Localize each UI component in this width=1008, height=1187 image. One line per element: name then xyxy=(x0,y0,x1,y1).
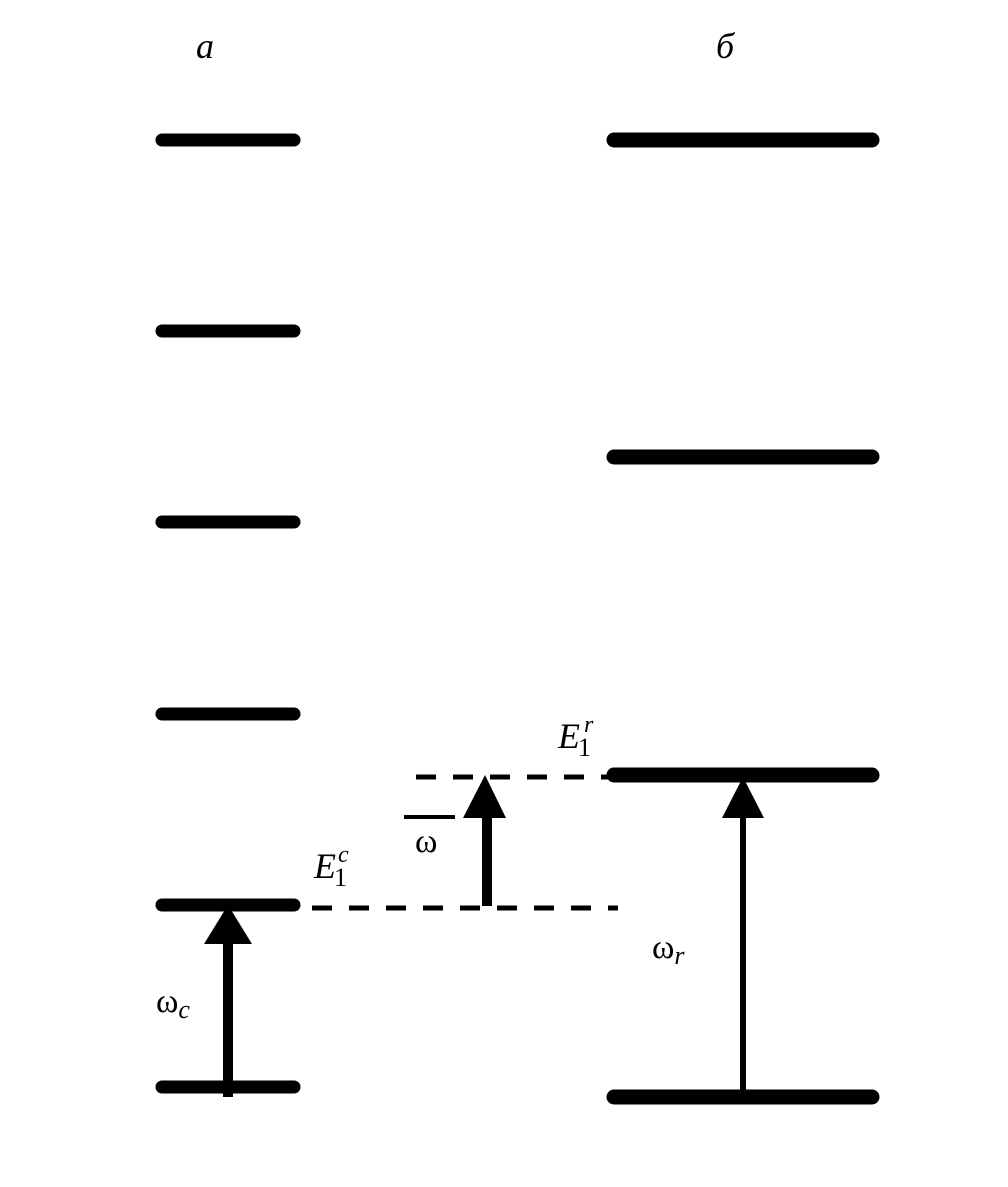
levels-b xyxy=(606,132,880,1105)
svg-text:1: 1 xyxy=(578,733,591,762)
svg-text:r: r xyxy=(584,712,594,738)
svg-text:1: 1 xyxy=(334,863,347,892)
label-omega-c: ωc xyxy=(156,983,190,1024)
svg-text:E: E xyxy=(313,846,336,886)
panel-label-a: а xyxy=(196,26,214,66)
panel-label-b: б xyxy=(716,26,736,66)
label-omega: ω xyxy=(415,823,437,860)
svg-text:E: E xyxy=(557,716,580,756)
arrow-omega xyxy=(463,775,506,906)
arrow-omega-r xyxy=(722,777,764,1092)
label-E1c: E 1 c xyxy=(313,842,349,892)
label-omega-r: ωr xyxy=(652,929,685,970)
svg-text:c: c xyxy=(338,842,349,868)
label-E1r: E 1 r xyxy=(557,712,594,762)
arrow-omega-c xyxy=(204,905,252,1097)
